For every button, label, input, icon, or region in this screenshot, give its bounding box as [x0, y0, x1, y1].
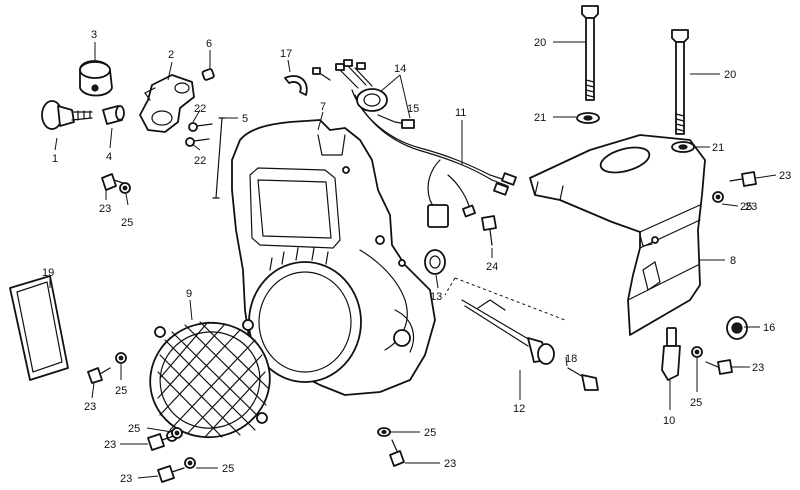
- callout-16: 16: [763, 322, 775, 334]
- callout-23-d: 23: [104, 439, 116, 451]
- bolt-23-a-part: [101, 173, 127, 191]
- knob-part: [41, 100, 93, 130]
- nut-25-e-part: [184, 457, 196, 469]
- callout-25-c: 25: [115, 385, 127, 397]
- nut-25-c-part: [115, 352, 127, 364]
- callout-5: 5: [242, 113, 248, 125]
- grommet-16-part: [726, 316, 748, 340]
- callout-6: 6: [206, 38, 212, 50]
- callout-4: 4: [106, 151, 112, 163]
- callout-11: 11: [455, 107, 466, 119]
- long-bolt-right-part: [671, 29, 689, 135]
- terminal-part: [661, 327, 681, 381]
- callout-13: 13: [430, 291, 442, 303]
- bolt-23-c-part: [87, 367, 111, 384]
- wire-harness-part: [351, 89, 517, 228]
- nut-25-d-part: [171, 427, 183, 439]
- clip-part: [284, 75, 308, 96]
- screw-18-part: [567, 367, 599, 391]
- callout-7: 7: [320, 101, 326, 113]
- callout-10: 10: [663, 415, 675, 427]
- callout-2: 2: [168, 49, 174, 61]
- callout-3: 3: [91, 29, 97, 41]
- screw-22-upper-part: [188, 122, 213, 132]
- bolt-23-f-part: [705, 359, 733, 375]
- bolt-24-part: [481, 215, 497, 246]
- knob-boss-part: [79, 60, 113, 97]
- collar-part: [102, 105, 125, 125]
- washer-21-left-part: [576, 112, 600, 124]
- pin-part: [201, 68, 215, 81]
- callout-23-b: 23: [779, 170, 791, 182]
- callout-17: 17: [280, 48, 292, 60]
- bolt-23-g-part: [389, 439, 405, 467]
- nut-25-f-part: [691, 346, 703, 358]
- bolt-23-e-part: [157, 465, 185, 483]
- callout-20-left: 20: [534, 37, 546, 49]
- nut-25-b-part: [712, 191, 724, 203]
- callout-23-c: 23: [84, 401, 96, 413]
- callout-22-upper: 22: [194, 103, 206, 115]
- label-plate-part: [9, 275, 69, 381]
- callout-25-e: 25: [222, 463, 234, 475]
- callout-25-a: 25: [121, 217, 133, 229]
- nut-25-g-part: [377, 427, 391, 437]
- bolt-23-d-part: [147, 433, 175, 451]
- callout-19: 19: [42, 267, 54, 279]
- grommet-part: [424, 249, 446, 275]
- callout-25-b: 25: [740, 201, 752, 213]
- fan-cover-part: [231, 119, 436, 396]
- leader-lines: [49, 41, 777, 479]
- switch-part: [312, 59, 415, 129]
- callout-9: 9: [186, 288, 192, 300]
- callout-25-f: 25: [690, 397, 702, 409]
- washer-21-right-part: [671, 141, 695, 153]
- callout-24: 24: [486, 261, 498, 273]
- callout-23-e: 23: [120, 473, 132, 485]
- callout-21-left: 21: [534, 112, 546, 124]
- callout-25-g: 25: [424, 427, 436, 439]
- bolt-23-b-part: [729, 171, 757, 187]
- cylinder-cover-part: [529, 134, 706, 336]
- callout-15: 15: [407, 103, 419, 115]
- callout-1: 1: [52, 153, 58, 165]
- callout-18: 18: [565, 353, 577, 365]
- callout-12: 12: [513, 403, 525, 415]
- callout-23-a: 23: [99, 203, 111, 215]
- callout-8: 8: [730, 255, 736, 267]
- callout-23-h: 23: [745, 201, 757, 213]
- fan-screen-part: [149, 319, 271, 442]
- screw-22-lower-part: [185, 137, 210, 147]
- callout-labels: 1 2 3 4 5 6 7 8 9 10 11 12 13 14 15 16 1…: [42, 29, 791, 485]
- switch-assembly-part: [444, 277, 566, 365]
- callout-23-f: 23: [752, 362, 764, 374]
- callout-20-right: 20: [724, 69, 736, 81]
- nut-25-a-part: [119, 182, 131, 194]
- long-bolt-left-part: [581, 5, 599, 101]
- bracket-part: [139, 74, 195, 133]
- callout-21-right: 21: [712, 142, 724, 154]
- callout-23-g: 23: [444, 458, 456, 470]
- rod-part: [212, 117, 226, 199]
- callout-25-d: 25: [128, 423, 140, 435]
- callout-14: 14: [394, 63, 406, 75]
- callout-22-lower: 22: [194, 155, 206, 167]
